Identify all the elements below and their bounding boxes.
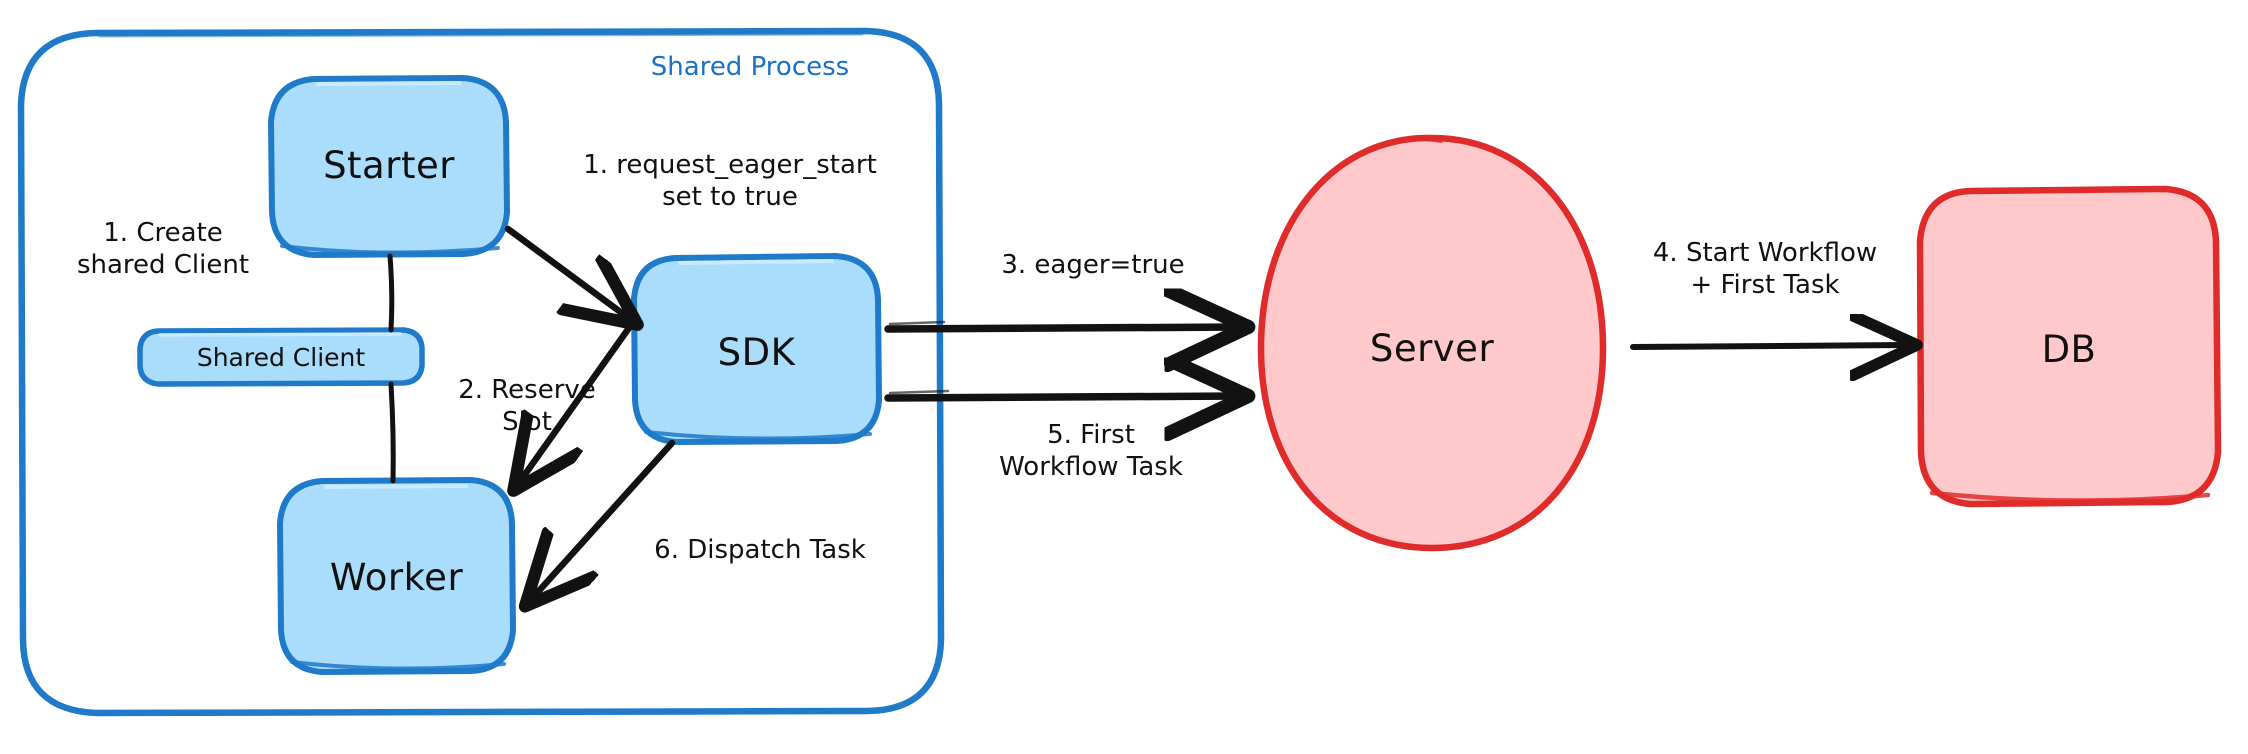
edge-sdk-server-eager: [884, 322, 1243, 329]
group-shared-process: [17, 27, 945, 717]
node-shared-client[interactable]: [137, 327, 425, 387]
node-worker[interactable]: [277, 477, 516, 675]
edge-server-sdk-first-task: [884, 391, 1243, 398]
edge-sdk-worker-dispatch: [528, 439, 676, 603]
node-starter[interactable]: [268, 75, 510, 258]
edge-shared-client-worker: [388, 381, 396, 484]
edge-sdk-worker-reserve: [516, 314, 640, 487]
node-sdk[interactable]: [631, 253, 882, 445]
edge-starter-shared-client: [387, 253, 395, 333]
node-db[interactable]: [1916, 185, 2222, 508]
edge-server-db: [1630, 345, 1913, 347]
node-server[interactable]: [1257, 134, 1607, 552]
edge-starter-sdk: [504, 225, 634, 322]
